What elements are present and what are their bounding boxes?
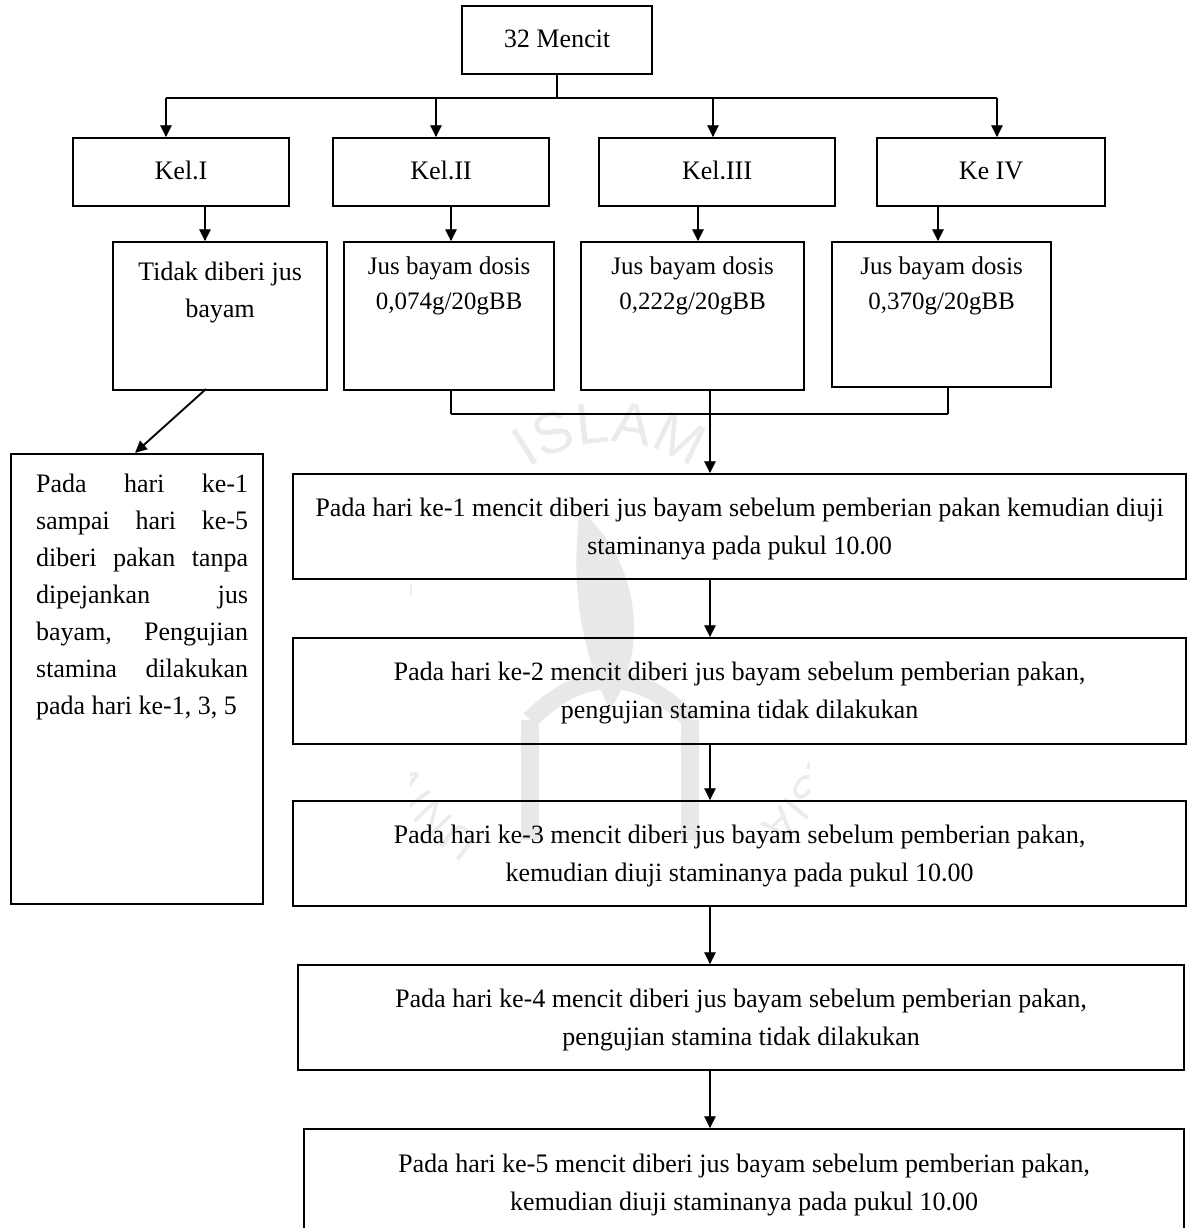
- step-box-day-1: Pada hari ke-1 mencit diberi jus bayam s…: [292, 473, 1187, 580]
- treatment-box-dose-1: Jus bayam dosis 0,074g/20gBB: [343, 241, 555, 391]
- step-box-day-4: Pada hari ke-4 mencit diberi jus bayam s…: [297, 964, 1185, 1071]
- treatment-box-dose-2: Jus bayam dosis 0,222g/20gBB: [580, 241, 805, 391]
- control-procedure-text: Pada hari ke-1 sampai hari ke-5 diberi p…: [36, 469, 248, 720]
- group-label-2: Kel.II: [410, 156, 472, 185]
- step-text-day-4: Pada hari ke-4 mencit diberi jus bayam s…: [395, 983, 1087, 1051]
- step-box-day-3: Pada hari ke-3 mencit diberi jus bayam s…: [292, 800, 1187, 907]
- treatment-label-control: Tidak diberi jus bayam: [138, 257, 302, 323]
- group-box-2: Kel.II: [332, 137, 550, 207]
- treatment-label-dose-3: Jus bayam dosis 0,370g/20gBB: [860, 253, 1023, 315]
- step-text-day-5: Pada hari ke-5 mencit diberi jus bayam s…: [398, 1149, 1090, 1216]
- treatment-box-dose-3: Jus bayam dosis 0,370g/20gBB: [831, 241, 1052, 388]
- control-procedure-box: Pada hari ke-1 sampai hari ke-5 diberi p…: [10, 453, 264, 905]
- group-label-3: Kel.III: [681, 156, 752, 185]
- root-box: 32 Mencit: [461, 5, 653, 75]
- treatment-label-dose-2: Jus bayam dosis 0,222g/20gBB: [611, 253, 774, 315]
- group-box-1: Kel.I: [72, 137, 290, 207]
- group-label-4: Ke IV: [958, 156, 1024, 185]
- group-label-1: Kel.I: [154, 156, 208, 185]
- group-box-3: Kel.III: [598, 137, 836, 207]
- step-box-day-5: Pada hari ke-5 mencit diberi jus bayam s…: [303, 1128, 1185, 1228]
- group-box-4: Ke IV: [876, 137, 1106, 207]
- step-text-day-1: Pada hari ke-1 mencit diberi jus bayam s…: [315, 492, 1164, 560]
- treatment-box-control: Tidak diberi jus bayam: [112, 241, 328, 391]
- root-label: 32 Mencit: [503, 24, 611, 53]
- treatment-label-dose-1: Jus bayam dosis 0,074g/20gBB: [367, 253, 531, 315]
- step-text-day-2: Pada hari ke-2 mencit diberi jus bayam s…: [393, 657, 1086, 724]
- step-text-day-3: Pada hari ke-3 mencit diberi jus bayam s…: [393, 819, 1086, 887]
- university-seal-watermark: ISLAM UNIVERSITAS INDONESIA: [410, 390, 810, 870]
- step-box-day-2: Pada hari ke-2 mencit diberi jus bayam s…: [292, 637, 1187, 745]
